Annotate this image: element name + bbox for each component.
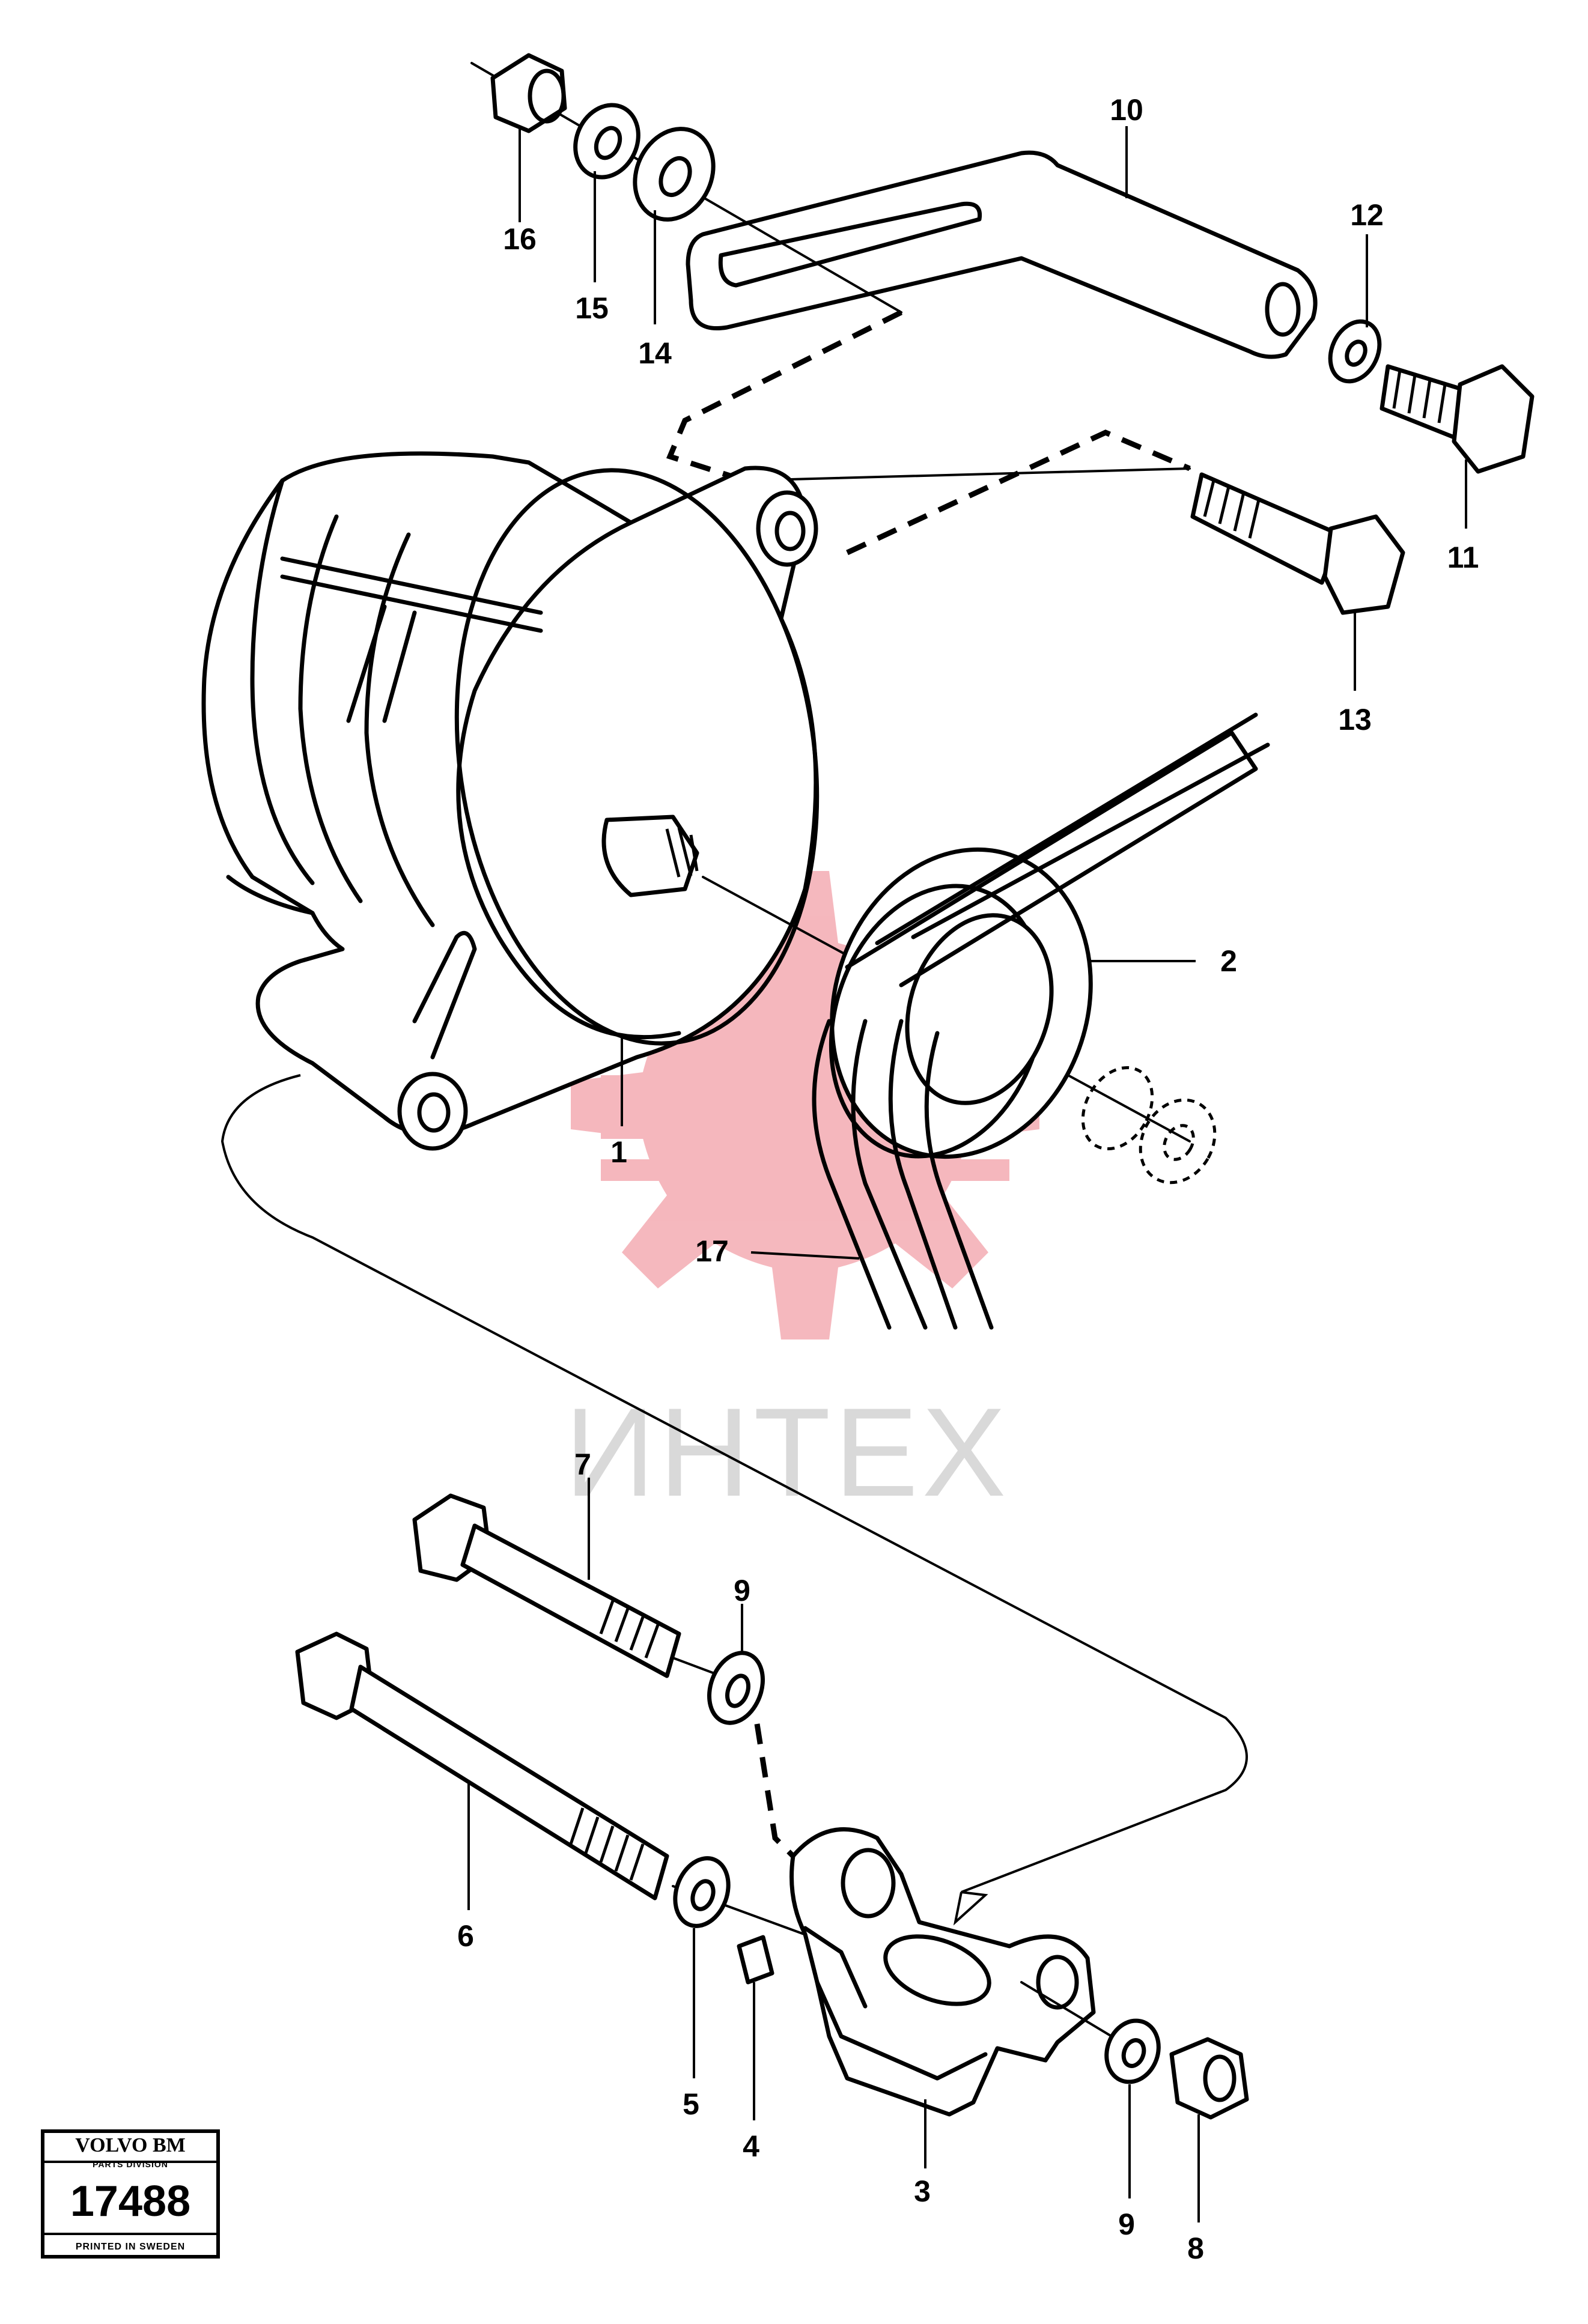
- lock-washer-part-9-upper: [707, 1651, 796, 1858]
- callout-4: 4: [743, 2129, 759, 2163]
- washer-part-9-lower: [1104, 2018, 1161, 2084]
- mounting-relation-outline: [221, 1074, 1248, 1926]
- callout-7: 7: [574, 1448, 591, 1481]
- callout-5: 5: [683, 2087, 699, 2121]
- pin-part-4: [737, 1935, 774, 1985]
- alternator-part-1: [201, 451, 1191, 1151]
- callout-13: 13: [1338, 703, 1372, 736]
- callout-8: 8: [1187, 2231, 1204, 2265]
- callout-16: 16: [503, 222, 537, 256]
- callout-3: 3: [914, 2174, 931, 2208]
- dashed-path-bracket-to-alternator: [666, 309, 903, 484]
- callout-2: 2: [1220, 944, 1237, 978]
- bolt-part-11: [1380, 364, 1535, 474]
- callout-17: 17: [695, 1234, 729, 1268]
- adjusting-bracket-part-10: [686, 150, 1318, 359]
- stamp-division: PARTS DIVISION: [93, 2159, 168, 2169]
- callout-6: 6: [457, 1919, 474, 1953]
- centerline-bolt-13: [744, 467, 1191, 482]
- nut-part-8: [1169, 2037, 1249, 2120]
- volvo-bm-stamp: VOLVO BM PARTS DIVISION 17488 PRINTED IN…: [41, 2129, 220, 2259]
- bolt-part-13: [1190, 472, 1405, 615]
- watermark-text: ИНТЕХ: [564, 1382, 1009, 1523]
- callout-12: 12: [1350, 198, 1384, 232]
- washer-part-15: [573, 103, 640, 180]
- callout-14: 14: [638, 336, 672, 370]
- callout-1: 1: [610, 1135, 627, 1169]
- washer-part-12: [1328, 319, 1382, 384]
- v-belts-part-17: [812, 712, 1270, 1330]
- leader-lines: [467, 126, 1467, 2222]
- callout-11: 11: [1447, 541, 1479, 574]
- stamp-number: 17488: [44, 2169, 216, 2235]
- callout-10: 10: [1110, 93, 1143, 127]
- dashed-path-bolt-13: [846, 429, 1191, 556]
- lock-washer-part-5: [673, 1856, 731, 1928]
- pulley-part-2: [829, 847, 1093, 1159]
- callout-15: 15: [575, 291, 609, 325]
- bolt-part-6: [295, 1631, 854, 1953]
- callout-9-lower: 9: [1118, 2207, 1135, 2241]
- stamp-printed: PRINTED IN SWEDEN: [75, 2242, 186, 2252]
- bolt-part-7: [412, 1493, 746, 1686]
- nut-part-16: [470, 53, 902, 314]
- stamp-brand: VOLVO BM: [44, 2133, 216, 2163]
- mounting-bracket-part-3: [789, 1827, 1143, 2117]
- callout-9-upper: 9: [734, 1574, 750, 1607]
- hidden-washer-and-nut: [1081, 1066, 1217, 1185]
